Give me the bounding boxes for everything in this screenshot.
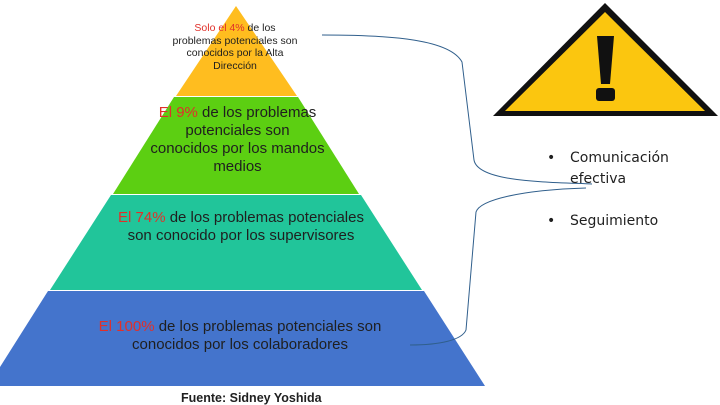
tier-1-highlight: Solo el 4% (194, 22, 245, 34)
bullet-dot: • (547, 150, 556, 166)
bullet-list: • Comunicación efectiva • Seguimiento (545, 148, 715, 232)
tier-1-text: de los problemas potenciales son conocid… (172, 22, 298, 72)
connector-brace-top (321, 34, 593, 185)
tier-4-text: de los problemas potenciales son conocid… (132, 318, 382, 353)
pyramid-tier-1-label: Solo el 4% de los problemas potenciales … (172, 22, 298, 72)
pyramid-tier-2-shape (113, 97, 359, 194)
tier-3-highlight: El 74% (118, 209, 166, 226)
list-item: • Seguimiento (545, 211, 715, 232)
bullet-dot: • (547, 213, 556, 229)
bullet-text: Seguimiento (570, 213, 659, 229)
tier-2-highlight: El 9% (158, 104, 198, 121)
tier-2-text: de los problemas potenciales son conocid… (150, 104, 325, 175)
pyramid-tier-3-shape (50, 195, 422, 290)
source-caption: Fuente: Sidney Yoshida (181, 391, 322, 405)
tier-4-highlight: El 100% (98, 318, 155, 335)
bullet-text: Comunicación efectiva (570, 150, 669, 187)
pyramid-tier-4-label: El 100% de los problemas potenciales son… (70, 318, 410, 354)
pyramid-tier-4-shape (0, 291, 485, 386)
pyramid-tier-1-shape (176, 6, 297, 96)
list-item: • Comunicación efectiva (545, 148, 715, 190)
pyramid-tier-2-label: El 9% de los problemas potenciales son c… (150, 104, 325, 176)
tier-3-text: de los problemas potenciales son conocid… (127, 209, 364, 244)
pyramid-tier-3-label: El 74% de los problemas potenciales son … (110, 209, 372, 245)
connector-brace-bottom (409, 187, 587, 346)
warning-icon (493, 3, 718, 116)
